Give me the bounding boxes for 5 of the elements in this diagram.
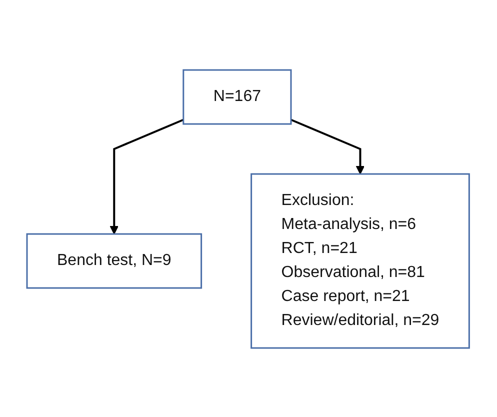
node-box: Exclusion: Meta-analysis, n=6 RCT, n=21 Observational, n=81 Case report, n=21 Review/editorial, n=29 — [250, 172, 470, 348]
arrow — [110, 118, 184, 234]
node-box: Bench test, N=9 — [26, 232, 202, 288]
node-box: N=167 — [183, 68, 292, 124]
arrow — [291, 118, 366, 174]
